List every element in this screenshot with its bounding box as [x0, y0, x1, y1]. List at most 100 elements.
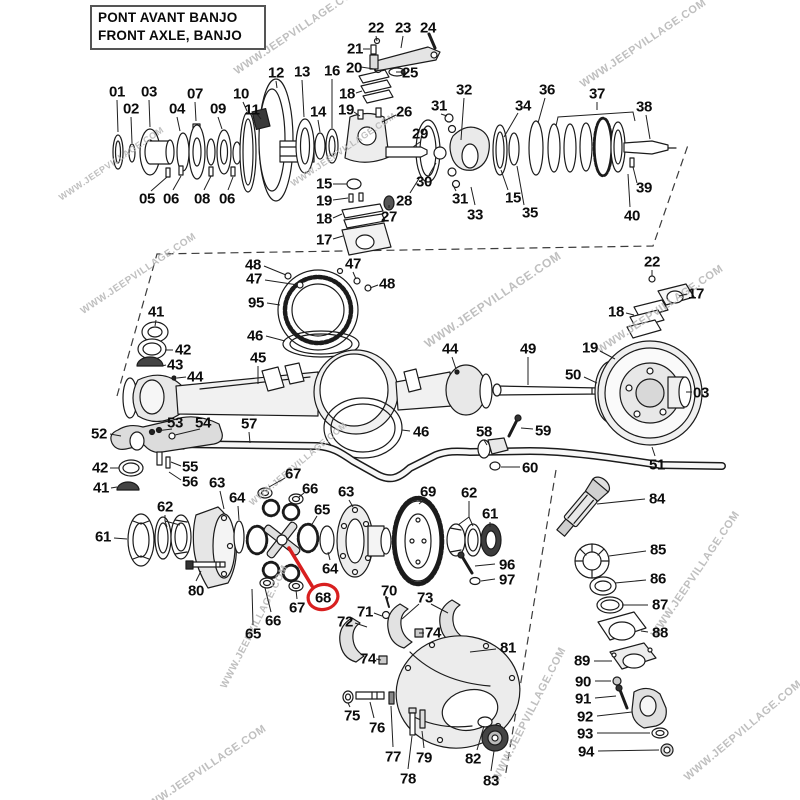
part-label-22: 22	[368, 20, 384, 37]
leader-line	[409, 176, 421, 194]
leader-line	[401, 429, 411, 432]
leader-line	[632, 166, 638, 184]
leader-line	[369, 701, 375, 719]
part-label-69: 69	[420, 484, 436, 501]
highlight-arrow	[287, 546, 314, 588]
leader-line	[460, 97, 465, 141]
part-label-10: 10	[233, 86, 249, 103]
leader-line	[176, 116, 181, 132]
part-label-24: 24	[420, 20, 437, 37]
leader-line	[154, 319, 157, 327]
part-label-11: 11	[244, 102, 259, 119]
watermark-text: WWW.JEEPVILLAGE.COM	[682, 678, 800, 783]
part-label-58: 58	[476, 424, 492, 441]
part-label-61: 61	[482, 506, 498, 523]
leader-line	[217, 116, 223, 130]
leader-line	[555, 111, 636, 127]
part-label-59: 59	[535, 423, 551, 440]
leader-line	[451, 356, 457, 370]
part-label-09: 09	[210, 101, 226, 118]
leader-line	[355, 90, 363, 94]
part-label-23: 23	[395, 20, 411, 37]
part-label-53: 53	[167, 415, 183, 432]
part-label-62: 62	[157, 499, 173, 516]
part-label-64: 64	[229, 490, 246, 507]
leader-line	[110, 486, 118, 489]
leader-line	[148, 99, 151, 128]
leader-line	[327, 551, 331, 561]
leader-line	[645, 114, 651, 140]
leader-line	[176, 376, 187, 379]
part-label-26: 26	[396, 104, 412, 121]
part-label-33: 33	[467, 207, 483, 224]
part-label-18: 18	[316, 211, 332, 228]
leader-line	[516, 165, 525, 206]
leader-line	[301, 79, 305, 118]
leader-line	[469, 648, 497, 653]
leader-line	[203, 175, 212, 191]
part-label-55: 55	[182, 459, 198, 476]
part-label-90: 90	[575, 674, 591, 691]
part-label-06: 06	[219, 191, 235, 208]
leader-line	[608, 550, 647, 557]
part-label-41: 41	[148, 304, 164, 321]
part-label-20: 20	[346, 60, 362, 77]
part-label-15: 15	[505, 190, 521, 207]
part-label-82: 82	[465, 751, 481, 768]
part-label-46: 46	[247, 328, 263, 345]
part-label-80: 80	[188, 583, 204, 600]
leader-line	[332, 235, 344, 240]
part-label-65: 65	[314, 502, 330, 519]
part-label-22: 22	[644, 254, 660, 271]
part-label-77: 77	[385, 749, 401, 766]
part-label-95: 95	[248, 295, 264, 312]
part-label-71: 71	[357, 604, 373, 621]
leader-line	[614, 579, 647, 584]
part-label-73: 73	[417, 590, 433, 607]
part-label-52: 52	[91, 426, 107, 443]
leader-line	[537, 97, 546, 124]
leader-line	[597, 749, 660, 752]
leader-line	[596, 711, 633, 717]
leader-line	[412, 141, 421, 148]
part-label-49: 49	[520, 341, 536, 358]
leader-line	[468, 516, 474, 527]
leader-line	[130, 116, 133, 144]
part-label-66: 66	[265, 613, 281, 630]
part-label-34: 34	[515, 98, 532, 115]
differential-internals-drawing	[127, 487, 502, 592]
part-label-85: 85	[650, 542, 666, 559]
leader-line	[440, 113, 448, 117]
leader-line	[227, 176, 234, 191]
part-label-67: 67	[285, 466, 301, 483]
leader-line	[627, 173, 631, 208]
axle-housing-drawing	[110, 321, 726, 491]
part-label-63: 63	[338, 484, 354, 501]
leader-line	[596, 498, 646, 505]
upper-axle-assembly-drawing	[112, 32, 677, 256]
leader-line	[353, 111, 361, 117]
part-label-76: 76	[369, 720, 385, 737]
leader-line	[418, 499, 425, 505]
part-label-57: 57	[241, 416, 257, 433]
part-label-87: 87	[652, 597, 668, 614]
leader-line	[150, 176, 168, 192]
part-label-81: 81	[500, 640, 516, 657]
leader-line	[470, 186, 476, 206]
part-label-44: 44	[187, 369, 204, 386]
differential-carrier-drawing	[277, 267, 372, 358]
part-label-03: 03	[141, 84, 157, 101]
leader-line	[194, 101, 197, 122]
part-label-14: 14	[310, 104, 327, 121]
differential-cover-drawing	[339, 596, 521, 752]
leader-line	[483, 439, 488, 446]
leader-line	[520, 427, 534, 430]
part-label-01: 01	[109, 84, 125, 101]
highlight-circle	[306, 582, 340, 612]
part-label-08: 08	[194, 191, 210, 208]
leader-line	[251, 588, 254, 626]
watermark-text: WWW.JEEPVILLAGE.COM	[138, 723, 269, 800]
highlight-68-group: 68	[287, 546, 340, 612]
leader-line	[480, 578, 496, 582]
leader-line	[678, 293, 688, 297]
